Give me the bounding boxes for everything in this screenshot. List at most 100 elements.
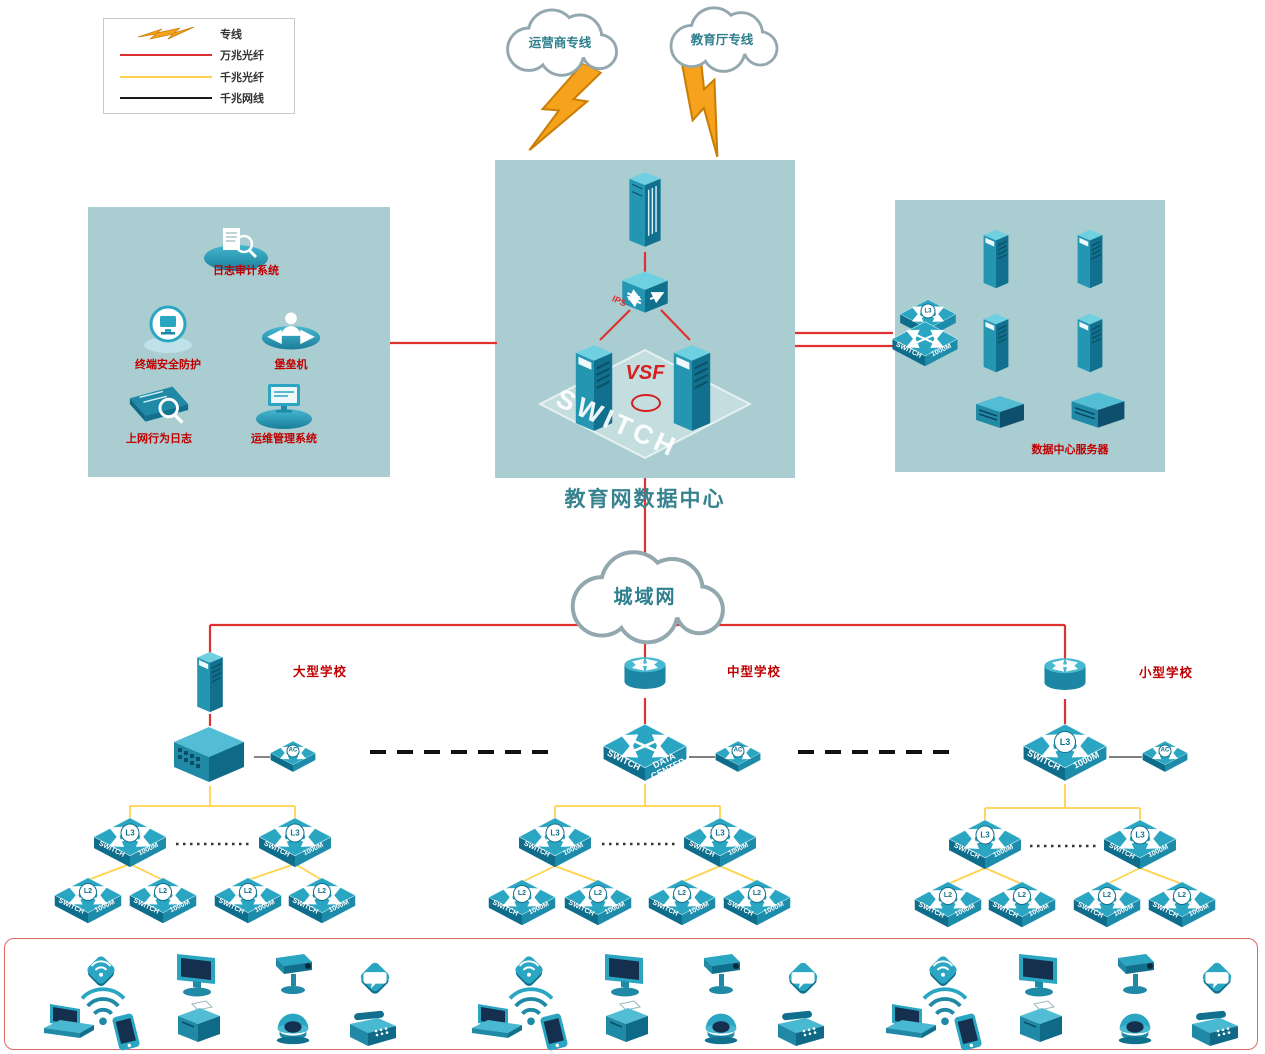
switch-badge: L2 (748, 884, 766, 903)
ptz-camera-icon (1108, 948, 1164, 1000)
telephone-icon (772, 1006, 830, 1050)
switch-badge: L3 (1130, 825, 1150, 845)
smartphone-icon (102, 1012, 150, 1052)
legend-label: 专线 (220, 28, 242, 41)
server-icon (978, 228, 1014, 290)
printer-icon (1012, 1000, 1068, 1048)
laptop-icon (36, 1002, 98, 1048)
ops-management-icon (252, 380, 316, 430)
education-cloud: 教育厅专线 (644, 2, 800, 74)
printer-icon (598, 1000, 654, 1048)
vsf-label: VSF (625, 362, 665, 384)
smartphone-icon (944, 1012, 992, 1052)
printer-icon (170, 1000, 226, 1048)
switch-badge: L2 (939, 886, 957, 905)
legend-item-10g-fiber: 万兆光纤 (112, 45, 286, 65)
desktop-pc-icon (1010, 950, 1068, 1002)
netlog-icon (124, 382, 194, 434)
switch-badge: L3 (120, 823, 140, 843)
switch-badge: L2 (1098, 886, 1116, 905)
datacenter-switch-icon: L3 (898, 298, 958, 339)
message-terminal-icon (348, 954, 402, 1000)
log-audit-label: 日志审计系统 (213, 265, 279, 277)
carrier-cloud: 运营商专线 (480, 4, 640, 78)
server-icon (1072, 228, 1108, 290)
server-icon (1072, 312, 1108, 374)
cloud-label: 运营商专线 (528, 35, 592, 50)
laptop-icon (464, 1002, 526, 1048)
datacenter-title: 教育网数据中心 (564, 487, 726, 511)
cloud-label: 城域网 (613, 586, 677, 608)
laptop-icon (878, 1002, 940, 1048)
legend-label: 万兆光纤 (220, 50, 264, 63)
ptz-camera-icon (266, 948, 322, 1000)
switch-badge: L3 (1054, 730, 1076, 753)
switch-badge: L3 (920, 303, 936, 319)
endpoint-protection-icon (140, 300, 196, 356)
black-line-swatch (120, 97, 212, 100)
switch-badge: L3 (710, 823, 730, 843)
message-terminal-icon (1190, 954, 1244, 1000)
vsf-ring-icon (631, 394, 661, 412)
switch-badge: L2 (239, 882, 257, 901)
legend-item-dedicated-line: 专线 (112, 24, 286, 44)
firewall-icon (622, 168, 668, 252)
switch-badge: L2 (1013, 886, 1031, 905)
metro-network-cloud: 城域网 (532, 544, 758, 646)
school-server-icon (190, 650, 230, 714)
message-terminal-icon (776, 954, 830, 1000)
vsf-core-switch-icon (666, 334, 718, 442)
server-zone-label: 数据中心服务器 (1031, 444, 1109, 456)
dome-camera-icon (1110, 1004, 1160, 1048)
school-label-large: 大型学校 (292, 665, 347, 679)
switch-badge: L2 (79, 882, 97, 901)
switch-badge: AC (731, 744, 745, 758)
switch-badge: L2 (154, 882, 172, 901)
switch-badge: L3 (545, 823, 565, 843)
legend-item-1g-fiber: 千兆光纤 (112, 67, 286, 87)
switch-badge: L3 (975, 825, 995, 845)
school-core-device-icon (163, 722, 255, 786)
switch-badge: L2 (513, 884, 531, 903)
school-label-small: 小型学校 (1138, 666, 1193, 680)
legend: 专线 万兆光纤 千兆光纤 千兆网线 (103, 18, 295, 114)
telephone-icon (1186, 1006, 1244, 1050)
ac-controller-icon: AC (1141, 740, 1189, 773)
legend-item-1g-cable: 千兆网线 (112, 88, 286, 108)
switch-badge: AC (286, 744, 300, 758)
endpoint-protection-label: 终端安全防护 (135, 359, 201, 371)
ips-device-icon (614, 268, 676, 316)
netlog-label: 上网行为日志 (126, 433, 192, 445)
rack-server-icon (1062, 388, 1134, 432)
server-icon (978, 312, 1014, 374)
switch-badge: AC (1158, 744, 1172, 758)
legend-label: 千兆光纤 (220, 71, 264, 84)
legend-label: 千兆网线 (220, 93, 264, 106)
cloud-label: 教育厅专线 (690, 32, 754, 47)
bastion-host-icon (256, 306, 326, 356)
rack-server-icon (968, 392, 1032, 432)
ops-management-label: 运维管理系统 (251, 433, 317, 445)
switch-badge: L2 (589, 884, 607, 903)
